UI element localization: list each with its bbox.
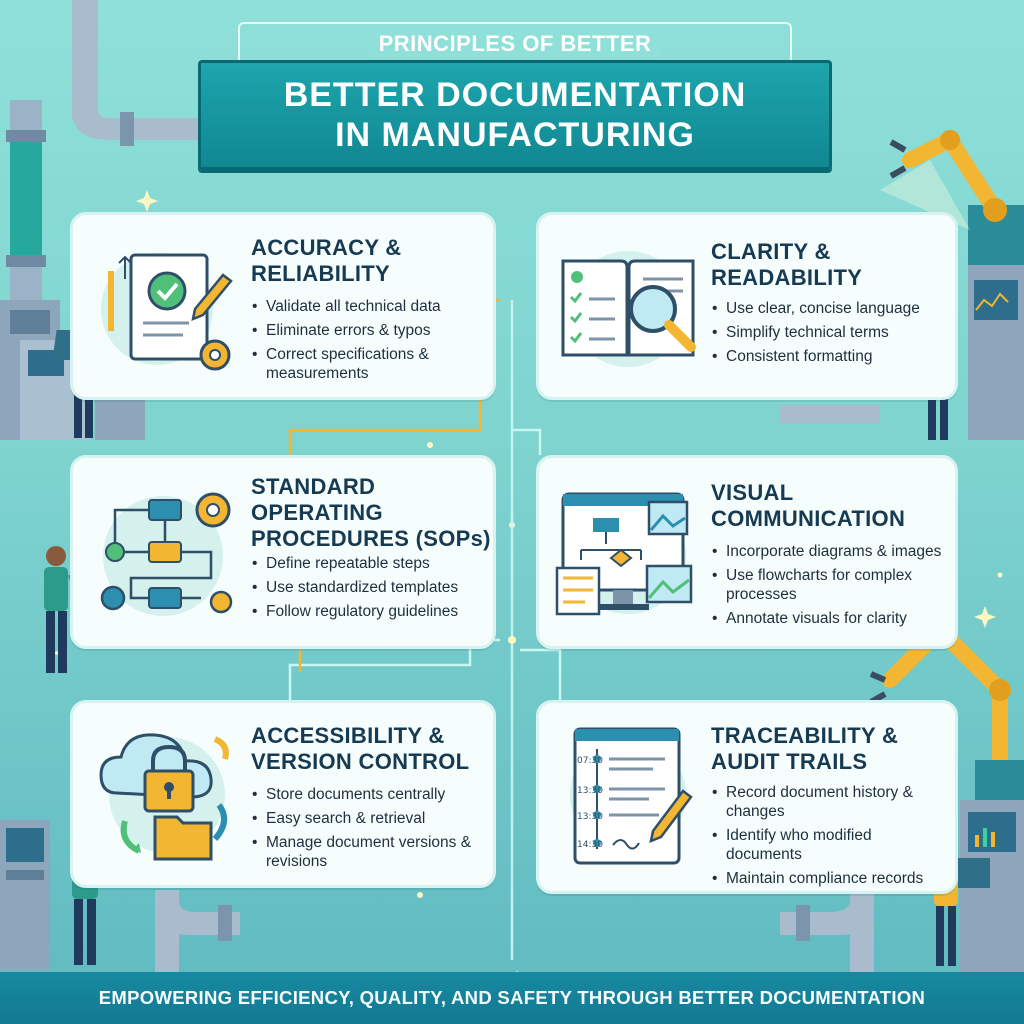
card-bullet-list: Store documents centrally Easy search & … [251,785,485,876]
card-bullet-list: Validate all technical data Eliminate er… [251,297,481,388]
card-title-line-2: RELIABILITY [251,261,390,286]
card-title-line-2: READABILITY [711,265,863,290]
flowchart-gears-icon [100,492,233,616]
card-clarity-readability: CLARITY & READABILITY Use clear, concise… [536,212,958,400]
bullet-item: Correct specifications & measurements [251,345,481,383]
card-title-line-1: CLARITY & [711,239,831,264]
bullet-item: Simplify technical terms [711,323,941,342]
control-machine-right [780,265,1024,440]
card-title-line-1: STANDARD [251,474,376,499]
card-traceability-audit-trails: 07:30 13:30 13:30 14:30 TRACEABILITY & A… [536,700,958,894]
card-title-line-2: OPERATING [251,500,383,525]
bullet-item: Consistent formatting [711,347,941,366]
card-standard-operating-procedures: STANDARD OPERATING PROCEDURES (SOPs) Def… [70,455,496,649]
bullet-item: Incorporate diagrams & images [711,542,947,561]
bullet-item: Record document history & changes [711,783,947,821]
bullet-item: Validate all technical data [251,297,481,316]
log-time-4: 14:30 [577,840,603,850]
card-title-line-1: TRACEABILITY & [711,723,899,748]
bullet-item: Annotate visuals for clarity [711,609,947,628]
bullet-item: Use standardized templates [251,578,487,597]
bullet-item: Follow regulatory guidelines [251,602,487,621]
card-title-line-3: PROCEDURES (SOPs) [251,526,491,551]
card-title-line-1: ACCESSIBILITY & [251,723,445,748]
checked-document-icon [101,253,233,371]
page-title-line-1: BETTER DOCUMENTATION [283,76,747,114]
title-banner: BETTER DOCUMENTATION IN MANUFACTURING [198,60,832,170]
pipes-bottom [155,890,874,972]
card-title-line-2: COMMUNICATION [711,506,906,531]
audit-log-pen-icon: 07:30 13:30 13:30 14:30 [570,727,693,865]
footer-tagline: EMPOWERING EFFICIENCY, QUALITY, AND SAFE… [98,987,926,1008]
bullet-item: Store documents centrally [251,785,485,804]
card-bullet-list: Record document history & changes Identi… [711,783,947,893]
bullet-item: Manage document versions & revisions [251,833,485,871]
page-title-line-2: IN MANUFACTURING [335,116,695,154]
bullet-item: Define repeatable steps [251,554,487,573]
card-title-line-2: AUDIT TRAILS [711,749,868,774]
log-time-1: 07:30 [577,756,603,766]
pipes-top-left [6,0,200,330]
control-machine-bottom-left [0,820,50,970]
bullet-item: Maintain compliance records [711,869,947,888]
book-magnifier-icon [561,251,696,367]
log-time-2: 13:30 [577,786,603,796]
card-title-line-2: VERSION CONTROL [251,749,470,774]
log-time-3: 13:30 [577,812,603,822]
control-machine-bottom-right [950,800,1024,972]
bullet-item: Easy search & retrieval [251,809,485,828]
card-visual-communication: VISUAL COMMUNICATION Incorporate diagram… [536,455,958,649]
bullet-item: Eliminate errors & typos [251,321,481,340]
bullet-item: Identify who modified documents [711,826,947,864]
cloud-lock-folder-icon [99,733,229,861]
footer-banner: EMPOWERING EFFICIENCY, QUALITY, AND SAFE… [0,972,1024,1024]
bullet-item: Use clear, concise language [711,299,941,318]
monitor-diagram-icon [555,492,693,616]
card-bullet-list: Incorporate diagrams & images Use flowch… [711,542,947,633]
card-title-line-1: ACCURACY & [251,235,402,260]
subtitle-frame: PRINCIPLES OF BETTER [238,22,792,64]
card-title-line-1: VISUAL [711,480,794,505]
bullet-item: Use flowcharts for complex processes [711,566,947,604]
card-bullet-list: Use clear, concise language Simplify tec… [711,299,941,371]
card-accuracy-reliability: ACCURACY & RELIABILITY Validate all tech… [70,212,496,400]
card-accessibility-version-control: ACCESSIBILITY & VERSION CONTROL Store do… [70,700,496,888]
page-subtitle: PRINCIPLES OF BETTER [368,31,662,57]
card-bullet-list: Define repeatable steps Use standardized… [251,554,487,626]
